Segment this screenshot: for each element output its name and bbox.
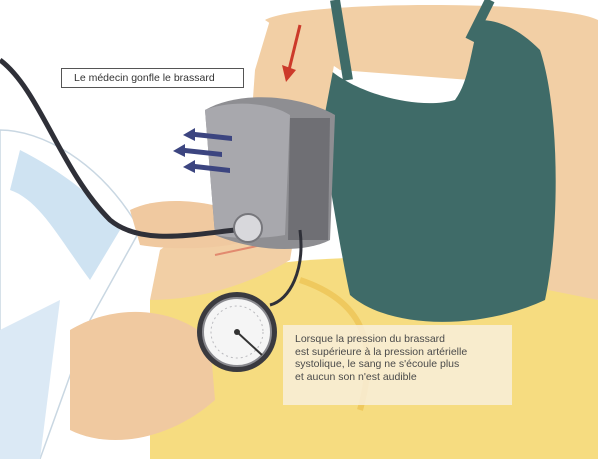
caption-line: Lorsque la pression du brassard <box>295 333 506 346</box>
top-label: Le médecin gonfle le brassard <box>61 68 244 88</box>
caption-line: et aucun son n'est audible <box>295 371 506 384</box>
stethoscope-icon <box>234 214 262 242</box>
caption-line: est supérieure à la pression artérielle <box>295 346 506 359</box>
caption-line: systolique, le sang ne s'écoule plus <box>295 358 506 371</box>
caption-box: Lorsque la pression du brassard est supé… <box>283 325 512 405</box>
cuff-strap <box>288 118 330 240</box>
sphygmomanometer-gauge-icon <box>197 292 277 372</box>
